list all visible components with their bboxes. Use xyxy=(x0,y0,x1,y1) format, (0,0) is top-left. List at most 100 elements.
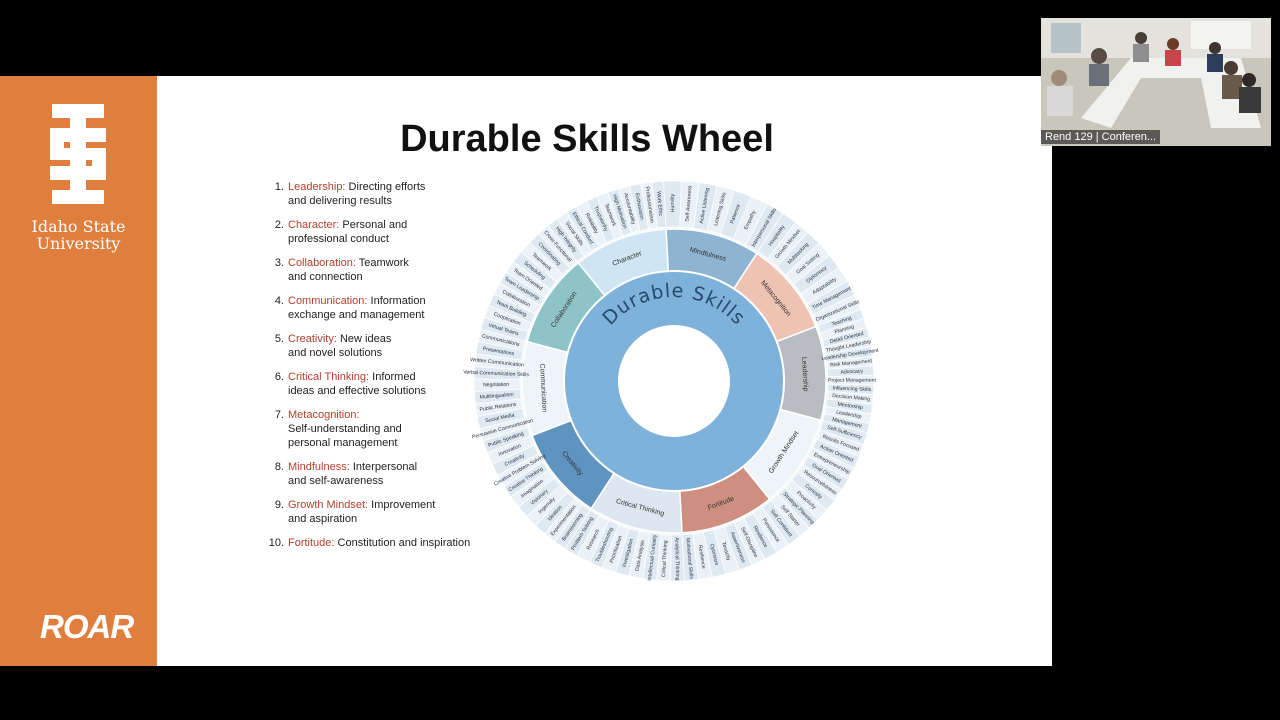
skill-label: Written Communication xyxy=(470,357,524,369)
skill-number: 5. xyxy=(274,333,284,345)
skill-label: Analytical Thinking xyxy=(673,537,680,580)
skill-cell xyxy=(651,180,667,229)
skill-description: Personal and xyxy=(339,219,408,231)
isu-logo-icon xyxy=(50,104,106,204)
skill-description: personal management xyxy=(288,437,398,449)
slide-title: Durable Skills Wheel xyxy=(400,118,774,160)
skill-label: Multilingualism xyxy=(479,392,513,401)
skill-name: Critical Thinking: xyxy=(288,371,370,383)
skill-text: Metacognition: Self-understanding and pers… xyxy=(288,408,402,450)
brand-sidebar: Idaho State University ROAR xyxy=(0,76,157,666)
skill-text: Fortitude: Constitution and inspiration xyxy=(288,536,470,550)
skill-definition-item: 9. Growth Mindset: Improvement and aspirat… xyxy=(262,498,492,526)
skill-name: Growth Mindset: xyxy=(288,499,369,511)
skill-definition-item: 10. Fortitude: Constitution and inspirati… xyxy=(262,536,492,550)
slide: Idaho State University ROAR Durable Skil… xyxy=(0,76,1052,666)
university-name-line1: Idaho State xyxy=(31,217,126,236)
skill-label: Mentorship xyxy=(837,402,863,412)
skill-description: ideas and effective solutions xyxy=(288,385,426,397)
skill-description: Interpersonal xyxy=(349,461,418,473)
skill-label: Negotiation xyxy=(483,382,509,389)
skill-number: 8. xyxy=(274,461,284,473)
skill-label: Leadership xyxy=(836,410,862,421)
skill-number: 7. xyxy=(274,409,284,421)
skill-number: 6. xyxy=(274,371,284,383)
skill-number: 2. xyxy=(274,219,284,231)
skill-number: 1. xyxy=(274,181,284,193)
skill-description: and novel solutions xyxy=(288,347,383,359)
skill-text: Growth Mindset: Improvement and aspiratio… xyxy=(288,498,435,526)
skill-label: Planning xyxy=(834,324,855,336)
skill-description: professional conduct xyxy=(288,233,389,245)
skill-description: Informed xyxy=(369,371,416,383)
conference-room-image xyxy=(1041,18,1271,146)
skill-description: and delivering results xyxy=(288,195,392,207)
skill-name: Fortitude: xyxy=(288,537,335,549)
skill-description: Constitution and inspiration xyxy=(334,537,471,549)
skill-name: Metacognition: xyxy=(288,409,360,421)
skill-description: and self-awareness xyxy=(288,475,384,487)
skill-name: Leadership: xyxy=(288,181,346,193)
skill-label: Risk Management xyxy=(830,358,873,368)
skill-text: Critical Thinking: Informed ideas and eff… xyxy=(288,370,426,398)
skill-description: New ideas xyxy=(336,333,392,345)
skill-definitions-list: 1. Leadership: Directing efforts and deliv… xyxy=(262,180,492,560)
skill-name: Character: xyxy=(288,219,340,231)
skill-label: Presentations xyxy=(482,346,515,357)
skill-label: Verbal Communication Skills xyxy=(463,370,529,379)
skill-number: 3. xyxy=(274,257,284,269)
skill-label: Professionalism xyxy=(644,186,655,223)
skill-description: Self-understanding and xyxy=(288,423,402,435)
skill-text: Creativity: New ideas and novel solutions xyxy=(288,332,391,360)
skill-text: Collaboration: Teamwork and connection xyxy=(288,256,409,284)
skill-name: Collaboration: xyxy=(288,257,356,269)
video-label: Rend 129 | Conferen... xyxy=(1041,130,1161,144)
skill-description: Directing efforts xyxy=(345,181,426,193)
skill-label: Data Analysis xyxy=(634,539,646,571)
skill-description: and aspiration xyxy=(288,513,358,525)
skill-label: Critical Thinking xyxy=(661,540,669,577)
skill-definition-item: 3. Collaboration: Teamwork and connection xyxy=(262,256,492,284)
roar-logo: ROAR xyxy=(40,608,134,645)
skill-label: Motivational Skills xyxy=(684,538,694,580)
skill-text: Character: Personal and professional cond… xyxy=(288,218,407,246)
skill-label: Decision Making xyxy=(832,393,871,403)
skill-definition-item: 5. Creativity: New ideas and novel solutio… xyxy=(262,332,492,360)
skill-label: Intellectual Curiosity xyxy=(647,534,659,581)
skill-definition-item: 2. Character: Personal and professional co… xyxy=(262,218,492,246)
category-label: Leadership xyxy=(800,357,809,392)
category-label: Communication xyxy=(538,363,548,412)
skill-label: Humility xyxy=(670,193,676,212)
skill-text: Leadership: Directing efforts and deliver… xyxy=(288,180,425,208)
skill-text: Mindfulness: Interpersonal and self-aware… xyxy=(288,460,417,488)
skill-definition-item: 6. Critical Thinking: Informed ideas and e… xyxy=(262,370,492,398)
center-hole xyxy=(618,325,730,437)
skill-label: Tenacity xyxy=(720,541,731,561)
skill-number: 9. xyxy=(274,499,284,511)
skill-label: Enthusiasm xyxy=(634,193,645,221)
skill-name: Communication: xyxy=(288,295,368,307)
skill-label: Resilience xyxy=(697,545,707,570)
skill-number: 10. xyxy=(268,537,284,549)
university-name-line2: University xyxy=(36,234,121,253)
skill-name: Creativity: xyxy=(288,333,337,345)
skill-description: Information xyxy=(367,295,426,307)
skill-label: Influencing Skills xyxy=(832,385,871,393)
video-feed[interactable]: Rend 129 | Conferen... xyxy=(1041,18,1271,146)
skill-description: exchange and management xyxy=(288,309,425,321)
skill-label: Work Ethic xyxy=(655,191,663,217)
skill-description: and connection xyxy=(288,271,363,283)
skill-text: Communication: Information exchange and m… xyxy=(288,294,426,322)
skill-definition-item: 1. Leadership: Directing efforts and deliv… xyxy=(262,180,492,208)
skill-name: Mindfulness: xyxy=(288,461,350,473)
skill-description: Improvement xyxy=(368,499,436,511)
skill-label: Advocacy xyxy=(840,368,863,375)
skill-definition-item: 7. Metacognition: Self-understanding and pe… xyxy=(262,408,492,450)
skill-label: Public Relations xyxy=(479,402,517,413)
university-name: Idaho State University xyxy=(0,218,157,252)
skill-description: Teamwork xyxy=(355,257,409,269)
skill-label: Optimism xyxy=(708,543,719,566)
skill-definition-item: 8. Mindfulness: Interpersonal and self-awa… xyxy=(262,460,492,488)
